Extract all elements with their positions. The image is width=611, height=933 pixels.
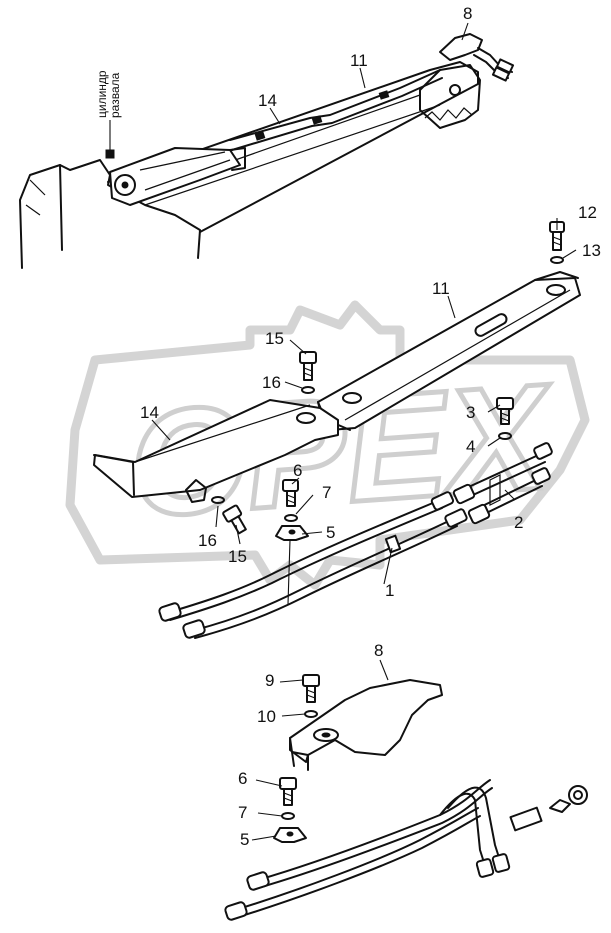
- callout-14-mid: 14: [140, 403, 159, 422]
- callout-12: 12: [578, 203, 597, 222]
- camber-cylinder: [109, 147, 241, 206]
- callout-11-mid: 11: [432, 279, 450, 298]
- callout-6-bottom: 6: [238, 769, 247, 788]
- watermark: OPEX: [65, 300, 590, 590]
- callout-3: 3: [466, 403, 475, 422]
- middle-assembly: [93, 221, 581, 639]
- callout-7-middle: 7: [322, 483, 331, 502]
- callout-14-top: 14: [258, 91, 277, 110]
- callouts: 8 11 14 12 13 11 15 16 3 4 14 6 7 5 2 16…: [140, 4, 601, 849]
- bolt-15-upper: [299, 351, 317, 381]
- washer-4: [498, 432, 512, 440]
- callout-6-middle: 6: [293, 461, 302, 480]
- washer-16-upper: [301, 386, 315, 394]
- callout-15-lower: 15: [228, 547, 247, 566]
- callout-11-top: 11: [350, 51, 368, 70]
- callout-4: 4: [466, 437, 475, 456]
- callout-13: 13: [582, 241, 601, 260]
- bottom-bracket: [509, 806, 543, 832]
- washer-16-lower: [211, 496, 225, 504]
- cylinder-label-line2: развала: [108, 72, 122, 118]
- top-frame-beam: [107, 61, 479, 233]
- callout-7-bottom: 7: [238, 803, 247, 822]
- bolt-15-lower: [222, 504, 247, 535]
- washer-13: [550, 256, 564, 264]
- machine-body-outline: [19, 159, 201, 269]
- bolt-6-bottom: [279, 777, 297, 806]
- hose-bottom-b: [234, 807, 479, 911]
- washer-7-middle: [284, 514, 298, 522]
- callout-16-lower: 16: [198, 531, 217, 550]
- callout-16-upper: 16: [262, 373, 281, 392]
- callout-15-upper: 15: [265, 329, 284, 348]
- callout-8-top: 8: [463, 4, 472, 23]
- callout-5-bottom: 5: [240, 830, 249, 849]
- callout-5-middle: 5: [326, 523, 335, 542]
- washer-7-bottom: [281, 812, 295, 820]
- top-tube-14: [229, 69, 441, 141]
- leader-lines: [151, 22, 577, 841]
- callout-10: 10: [257, 707, 276, 726]
- bolt-9: [302, 674, 320, 703]
- callout-2: 2: [514, 513, 523, 532]
- bottom-assembly: [224, 674, 588, 921]
- cylinder-label: цилиндр развала: [95, 70, 122, 118]
- top-assembly: [19, 33, 515, 269]
- callout-1: 1: [385, 581, 394, 600]
- washer-10: [304, 710, 318, 718]
- assembly-2: [452, 442, 553, 525]
- sector-gear-plate: [419, 64, 481, 129]
- callout-9: 9: [265, 671, 274, 690]
- hose-1a: [169, 499, 441, 613]
- bolt-3: [496, 397, 514, 425]
- hose-bottom-a: [257, 779, 491, 881]
- cylinder-label-line1: цилиндр: [95, 70, 109, 118]
- hose-1b: [194, 517, 456, 631]
- bolt-6-middle: [282, 479, 299, 507]
- top-cover-8: [439, 33, 483, 61]
- callout-8-bottom: 8: [374, 641, 383, 660]
